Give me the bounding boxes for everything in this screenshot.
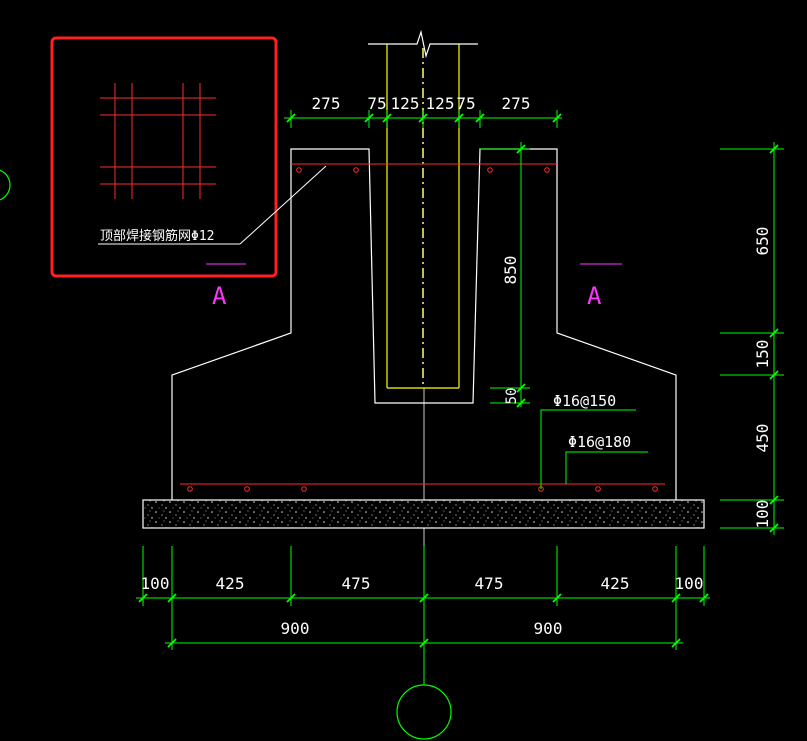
dim-pocket-depth: 850 [501, 256, 520, 285]
top-dimension-values: 275 75 125 125 75 275 [312, 94, 531, 113]
dim-bottom-1: 100 [141, 574, 170, 593]
detail-box-frame [50, 36, 278, 278]
dim-top-2: 75 [367, 94, 386, 113]
dim-top-6: 275 [502, 94, 531, 113]
bottom-dimension-values-1: 100 425 475 475 425 100 [141, 574, 704, 593]
right-dimension-chain [720, 142, 784, 535]
rebar-upper-label: Φ16@150 [553, 392, 616, 410]
blinding-concrete [142, 499, 705, 529]
top-dimension-chain [284, 110, 562, 128]
rebar-callout-lower: Φ16@180 [565, 433, 648, 484]
bottom-rebar [180, 483, 665, 492]
section-mark-right: A [580, 263, 622, 310]
right-dimension-values: 650 150 450 100 [753, 227, 772, 529]
rebar-callout-upper: Φ16@150 [540, 392, 636, 489]
top-rebar [291, 163, 557, 173]
dim-half-left: 900 [281, 619, 310, 638]
dim-right-2: 150 [753, 340, 772, 369]
dim-pocket-bottom: 50 [504, 388, 520, 405]
axis-bubble-left [0, 169, 11, 201]
dim-bottom-3: 475 [342, 574, 371, 593]
dim-bottom-2: 425 [216, 574, 245, 593]
dim-right-4: 100 [753, 500, 772, 529]
dim-right-3: 450 [753, 424, 772, 453]
column-stub [386, 44, 460, 389]
section-mark-left-label: A [212, 282, 227, 310]
mesh-note-leader [239, 165, 327, 245]
dim-half-right: 900 [534, 619, 563, 638]
dim-top-1: 275 [312, 94, 341, 113]
dim-bottom-6: 100 [675, 574, 704, 593]
bottom-dimension-chain-2 [165, 638, 683, 648]
section-mark-right-label: A [587, 282, 602, 310]
dim-bottom-5: 425 [601, 574, 630, 593]
dim-top-5: 75 [456, 94, 475, 113]
dim-top-4: 125 [426, 94, 455, 113]
dim-top-3: 125 [391, 94, 420, 113]
rebar-mesh-grid [100, 83, 216, 199]
dim-bottom-4: 475 [475, 574, 504, 593]
section-mark-left: A [206, 263, 246, 310]
pocket-dimension [480, 142, 530, 408]
bottom-dimension-values-2: 900 900 [281, 619, 563, 638]
rebar-lower-label: Φ16@180 [568, 433, 631, 451]
dim-right-1: 650 [753, 227, 772, 256]
axis-bubble-bottom [396, 684, 452, 740]
break-line [368, 29, 478, 59]
mesh-note-label: 顶部焊接钢筋网Φ12 [100, 228, 214, 244]
mesh-detail-box: 顶部焊接钢筋网Φ12 [50, 36, 327, 278]
bottom-dimension-chain-1 [136, 546, 710, 650]
